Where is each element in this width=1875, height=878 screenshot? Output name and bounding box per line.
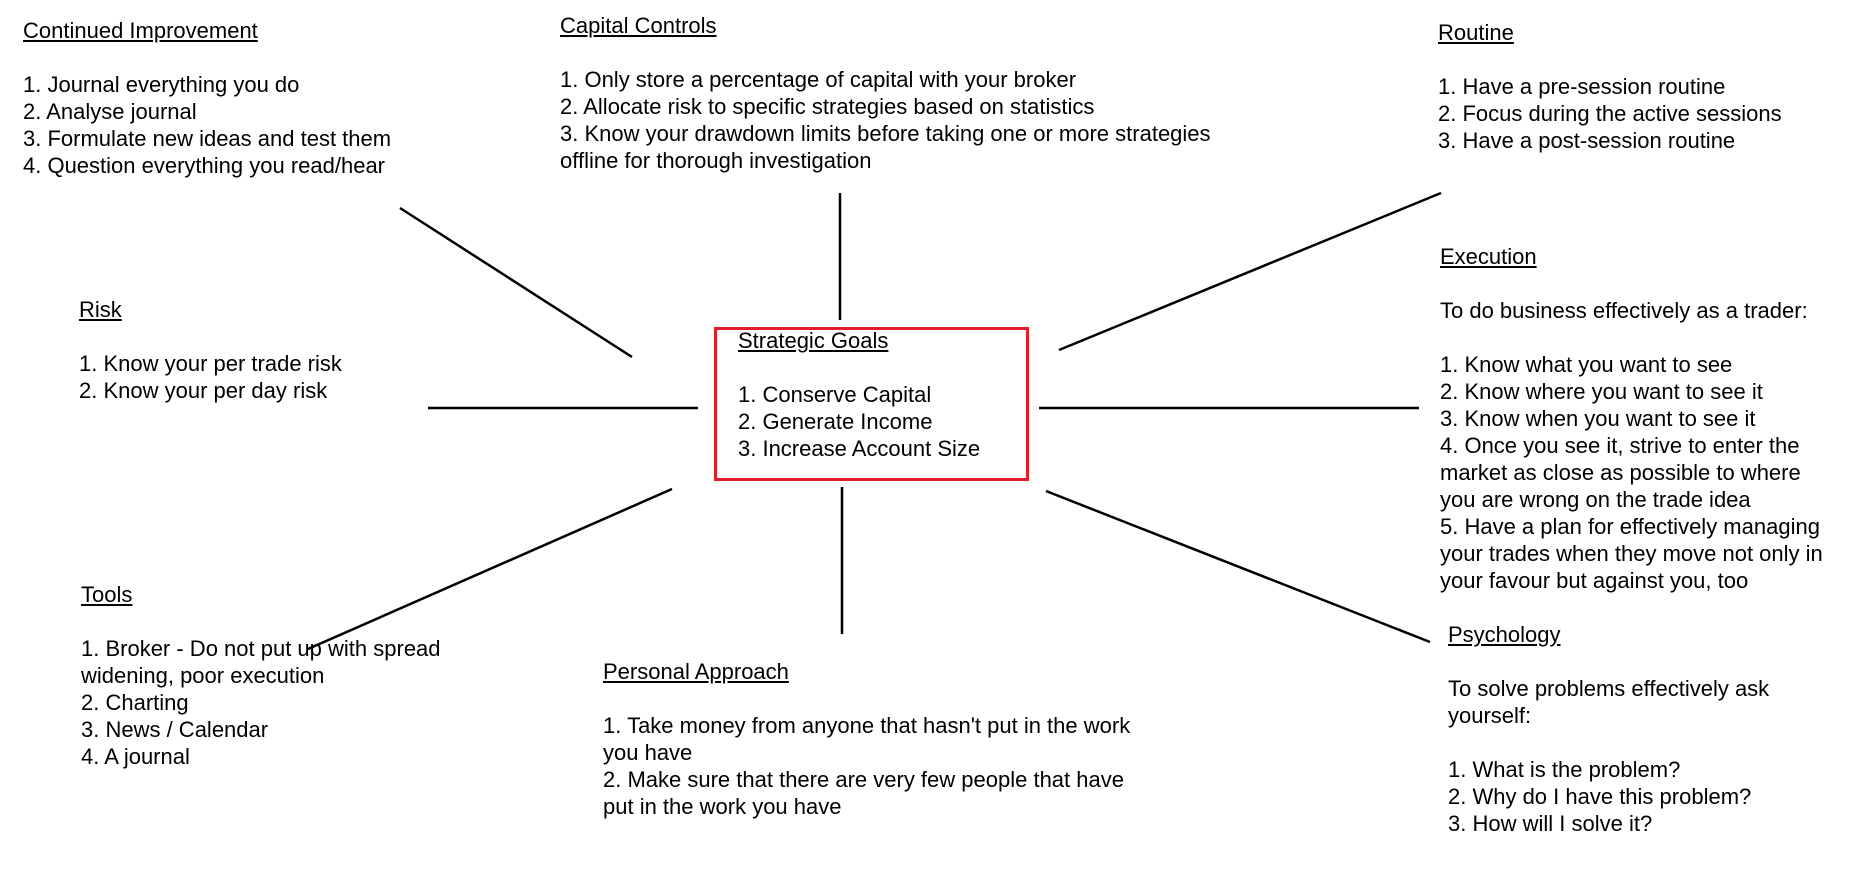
list-item: 1. Only store a percentage of capital wi…	[560, 67, 1077, 92]
node-execution: Execution To do business effectively as …	[1440, 243, 1823, 594]
list-item: 4. Once you see it, strive to enter the	[1440, 433, 1800, 458]
node-routine: Routine 1. Have a pre-session routine 2.…	[1438, 19, 1782, 154]
node-personal-approach: Personal Approach 1. Take money from any…	[603, 658, 1130, 820]
list-item: offline for thorough investigation	[560, 148, 872, 173]
node-title: Strategic Goals	[738, 328, 889, 353]
list-item: 3. Have a post-session routine	[1438, 128, 1736, 153]
list-item: 3. Formulate new ideas and test them	[23, 126, 392, 151]
list-item: 2. Analyse journal	[23, 99, 197, 124]
list-item: 3. Increase Account Size	[738, 436, 981, 461]
list-item: your trades when they move not only in	[1440, 541, 1823, 566]
list-item: 3. Know your drawdown limits before taki…	[560, 121, 1211, 146]
node-tools: Tools 1. Broker - Do not put up with spr…	[81, 581, 441, 770]
node-capital-controls: Capital Controls 1. Only store a percent…	[560, 12, 1211, 174]
list-item: your favour but against you, too	[1440, 568, 1749, 593]
list-item: 5. Have a plan for effectively managing	[1440, 514, 1820, 539]
center-box	[714, 327, 1029, 481]
node-intro: To do business effectively as a trader:	[1440, 298, 1808, 323]
list-item: 1. Know your per trade risk	[79, 351, 342, 376]
node-title: Execution	[1440, 244, 1537, 269]
list-item: 2. Generate Income	[738, 409, 933, 434]
node-continued-improvement: Continued Improvement 1. Journal everyth…	[23, 17, 391, 179]
node-intro: To solve problems effectively ask	[1448, 676, 1770, 701]
list-item: 1. Journal everything you do	[23, 72, 300, 97]
list-item: 1. Know what you want to see	[1440, 352, 1733, 377]
connector-tools	[307, 487, 673, 651]
node-title: Risk	[79, 297, 122, 322]
list-item: 1. What is the problem?	[1448, 757, 1681, 782]
list-item: widening, poor execution	[81, 663, 325, 688]
node-title: Capital Controls	[560, 13, 717, 38]
list-item: 2. Know where you want to see it	[1440, 379, 1763, 404]
list-item: 2. Charting	[81, 690, 189, 715]
list-item: 2. Why do I have this problem?	[1448, 784, 1752, 809]
node-title: Routine	[1438, 20, 1514, 45]
connector-psychology	[1045, 489, 1431, 644]
list-item: 2. Know your per day risk	[79, 378, 328, 403]
list-item: 1. Have a pre-session routine	[1438, 74, 1726, 99]
node-title: Personal Approach	[603, 659, 789, 684]
connector-routine	[1058, 191, 1442, 352]
list-item: 2. Focus during the active sessions	[1438, 101, 1782, 126]
node-intro: yourself:	[1448, 703, 1532, 728]
list-item: 1. Broker - Do not put up with spread	[81, 636, 441, 661]
list-item: 4. Question everything you read/hear	[23, 153, 386, 178]
node-strategic-goals: Strategic Goals 1. Conserve Capital 2. G…	[738, 327, 980, 462]
list-item: 3. Know when you want to see it	[1440, 406, 1756, 431]
list-item: put in the work you have	[603, 794, 842, 819]
connector-continued-improvement	[399, 206, 633, 359]
node-risk: Risk 1. Know your per trade risk 2. Know…	[79, 296, 342, 404]
list-item: you have	[603, 740, 693, 765]
list-item: market as close as possible to where	[1440, 460, 1801, 485]
list-item: 2. Make sure that there are very few peo…	[603, 767, 1124, 792]
list-item: 1. Conserve Capital	[738, 382, 932, 407]
node-title: Psychology	[1448, 622, 1561, 647]
node-title: Tools	[81, 582, 133, 607]
list-item: 4. A journal	[81, 744, 190, 769]
list-item: 3. How will I solve it?	[1448, 811, 1653, 836]
list-item: 1. Take money from anyone that hasn't pu…	[603, 713, 1131, 738]
node-psychology: Psychology To solve problems effectively…	[1448, 621, 1769, 837]
list-item: 2. Allocate risk to specific strategies …	[560, 94, 1095, 119]
list-item: 3. News / Calendar	[81, 717, 269, 742]
node-title: Continued Improvement	[23, 18, 258, 43]
list-item: you are wrong on the trade idea	[1440, 487, 1751, 512]
